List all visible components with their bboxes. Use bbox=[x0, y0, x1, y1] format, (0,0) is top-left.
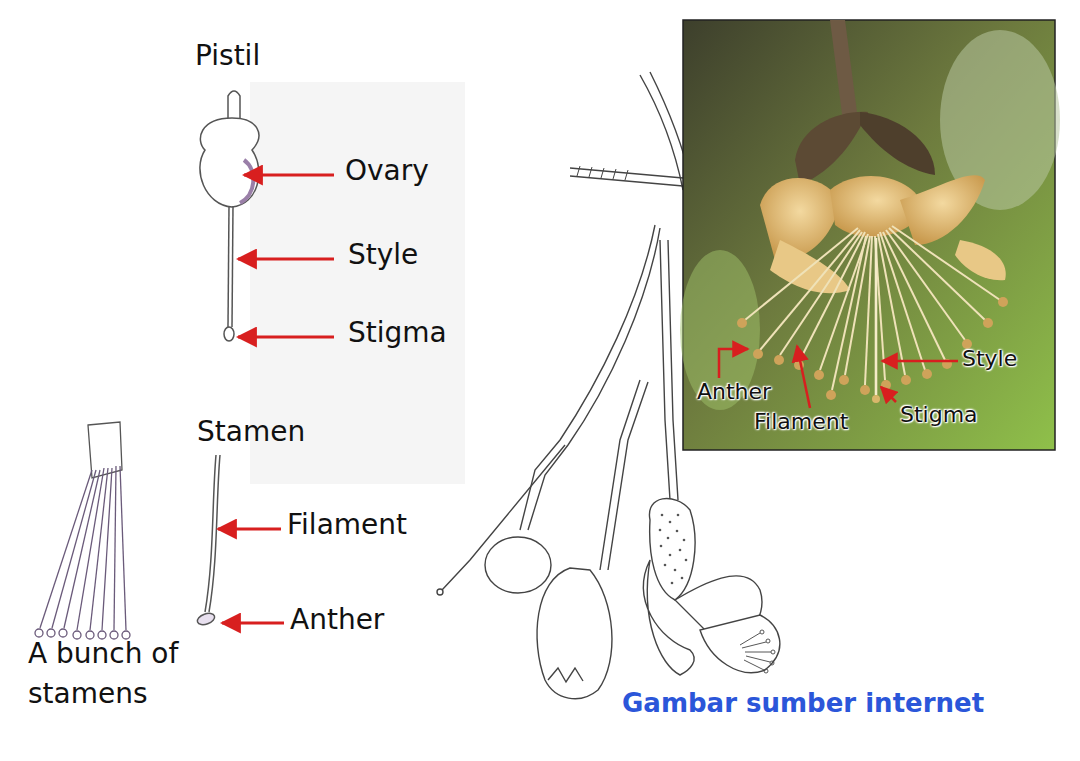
part-heading: A bunch of stamens bbox=[28, 634, 198, 714]
stigma-shape bbox=[224, 327, 234, 341]
leader-arrow bbox=[244, 174, 334, 177]
bunch-top bbox=[88, 422, 122, 478]
bunch-filament bbox=[40, 470, 92, 628]
leader-arrow bbox=[719, 349, 748, 378]
bud bbox=[537, 568, 612, 699]
pedicel bbox=[520, 225, 655, 530]
stamen-drawing bbox=[196, 455, 220, 627]
anther-shape bbox=[196, 611, 216, 627]
stamen-bunch-drawing bbox=[35, 422, 130, 639]
photo-petal bbox=[760, 178, 840, 261]
pistil-tip bbox=[228, 91, 240, 118]
pedicel bbox=[608, 382, 648, 570]
style-line bbox=[232, 206, 233, 327]
pedicel bbox=[528, 228, 660, 530]
bunch-filament bbox=[102, 468, 112, 630]
pedicel bbox=[600, 380, 640, 570]
photo-part-name: Style bbox=[962, 346, 1017, 371]
bud-dot bbox=[437, 589, 443, 595]
leader-arrow bbox=[881, 387, 896, 402]
bunch-anther bbox=[35, 629, 43, 637]
filament-line bbox=[205, 455, 216, 612]
part-name: Stigma bbox=[348, 317, 447, 349]
bunch-filament bbox=[90, 468, 108, 630]
leader-arrows bbox=[218, 175, 958, 623]
twig-hatch bbox=[577, 166, 628, 180]
photo-filaments bbox=[745, 226, 1000, 395]
bunch-anther bbox=[47, 629, 55, 637]
twig bbox=[570, 176, 683, 186]
part-heading: Stamen bbox=[197, 416, 305, 448]
part-name: Filament bbox=[287, 509, 407, 541]
bunch-filament bbox=[64, 470, 100, 628]
bunch-anther bbox=[59, 629, 67, 637]
ovary-shade bbox=[240, 160, 253, 203]
petal-dots bbox=[659, 514, 688, 585]
bud-tip bbox=[548, 668, 583, 682]
flower-petal bbox=[644, 560, 695, 675]
flower-stamens bbox=[740, 630, 775, 673]
flower-petal bbox=[700, 615, 780, 673]
part-name: Style bbox=[348, 239, 418, 271]
part-name: Anther bbox=[290, 604, 384, 636]
leader-arrow bbox=[797, 346, 810, 408]
part-name: Ovary bbox=[345, 155, 429, 187]
bunch-filament bbox=[114, 466, 116, 630]
leader-arrow bbox=[218, 528, 281, 531]
flower-petal bbox=[649, 499, 695, 600]
pistil-drawing bbox=[200, 91, 259, 341]
pedicel bbox=[668, 240, 678, 500]
bud bbox=[485, 537, 551, 593]
style-line bbox=[228, 206, 229, 327]
photo-stem bbox=[830, 20, 858, 122]
bunch-filament bbox=[52, 470, 96, 628]
leader-arrow bbox=[882, 360, 958, 363]
photo-part-name: Anther bbox=[697, 379, 771, 404]
leader-arrow bbox=[238, 336, 334, 339]
photo-petal bbox=[900, 175, 985, 245]
photo-sepal bbox=[795, 112, 868, 185]
leader-arrow bbox=[238, 258, 334, 261]
ovary-shape bbox=[200, 118, 259, 207]
leader-arrow bbox=[222, 622, 284, 625]
bunch-filament bbox=[77, 468, 104, 630]
photo-sepal bbox=[860, 112, 935, 175]
flower-photo bbox=[680, 20, 1060, 450]
watermark: Gambar sumber internet bbox=[622, 689, 984, 719]
bunch-filament bbox=[120, 466, 126, 630]
photo-part-name: Filament bbox=[754, 409, 848, 434]
part-heading: Pistil bbox=[195, 40, 260, 72]
photo-part-name: Stigma bbox=[900, 402, 978, 427]
filament-line bbox=[209, 455, 220, 612]
